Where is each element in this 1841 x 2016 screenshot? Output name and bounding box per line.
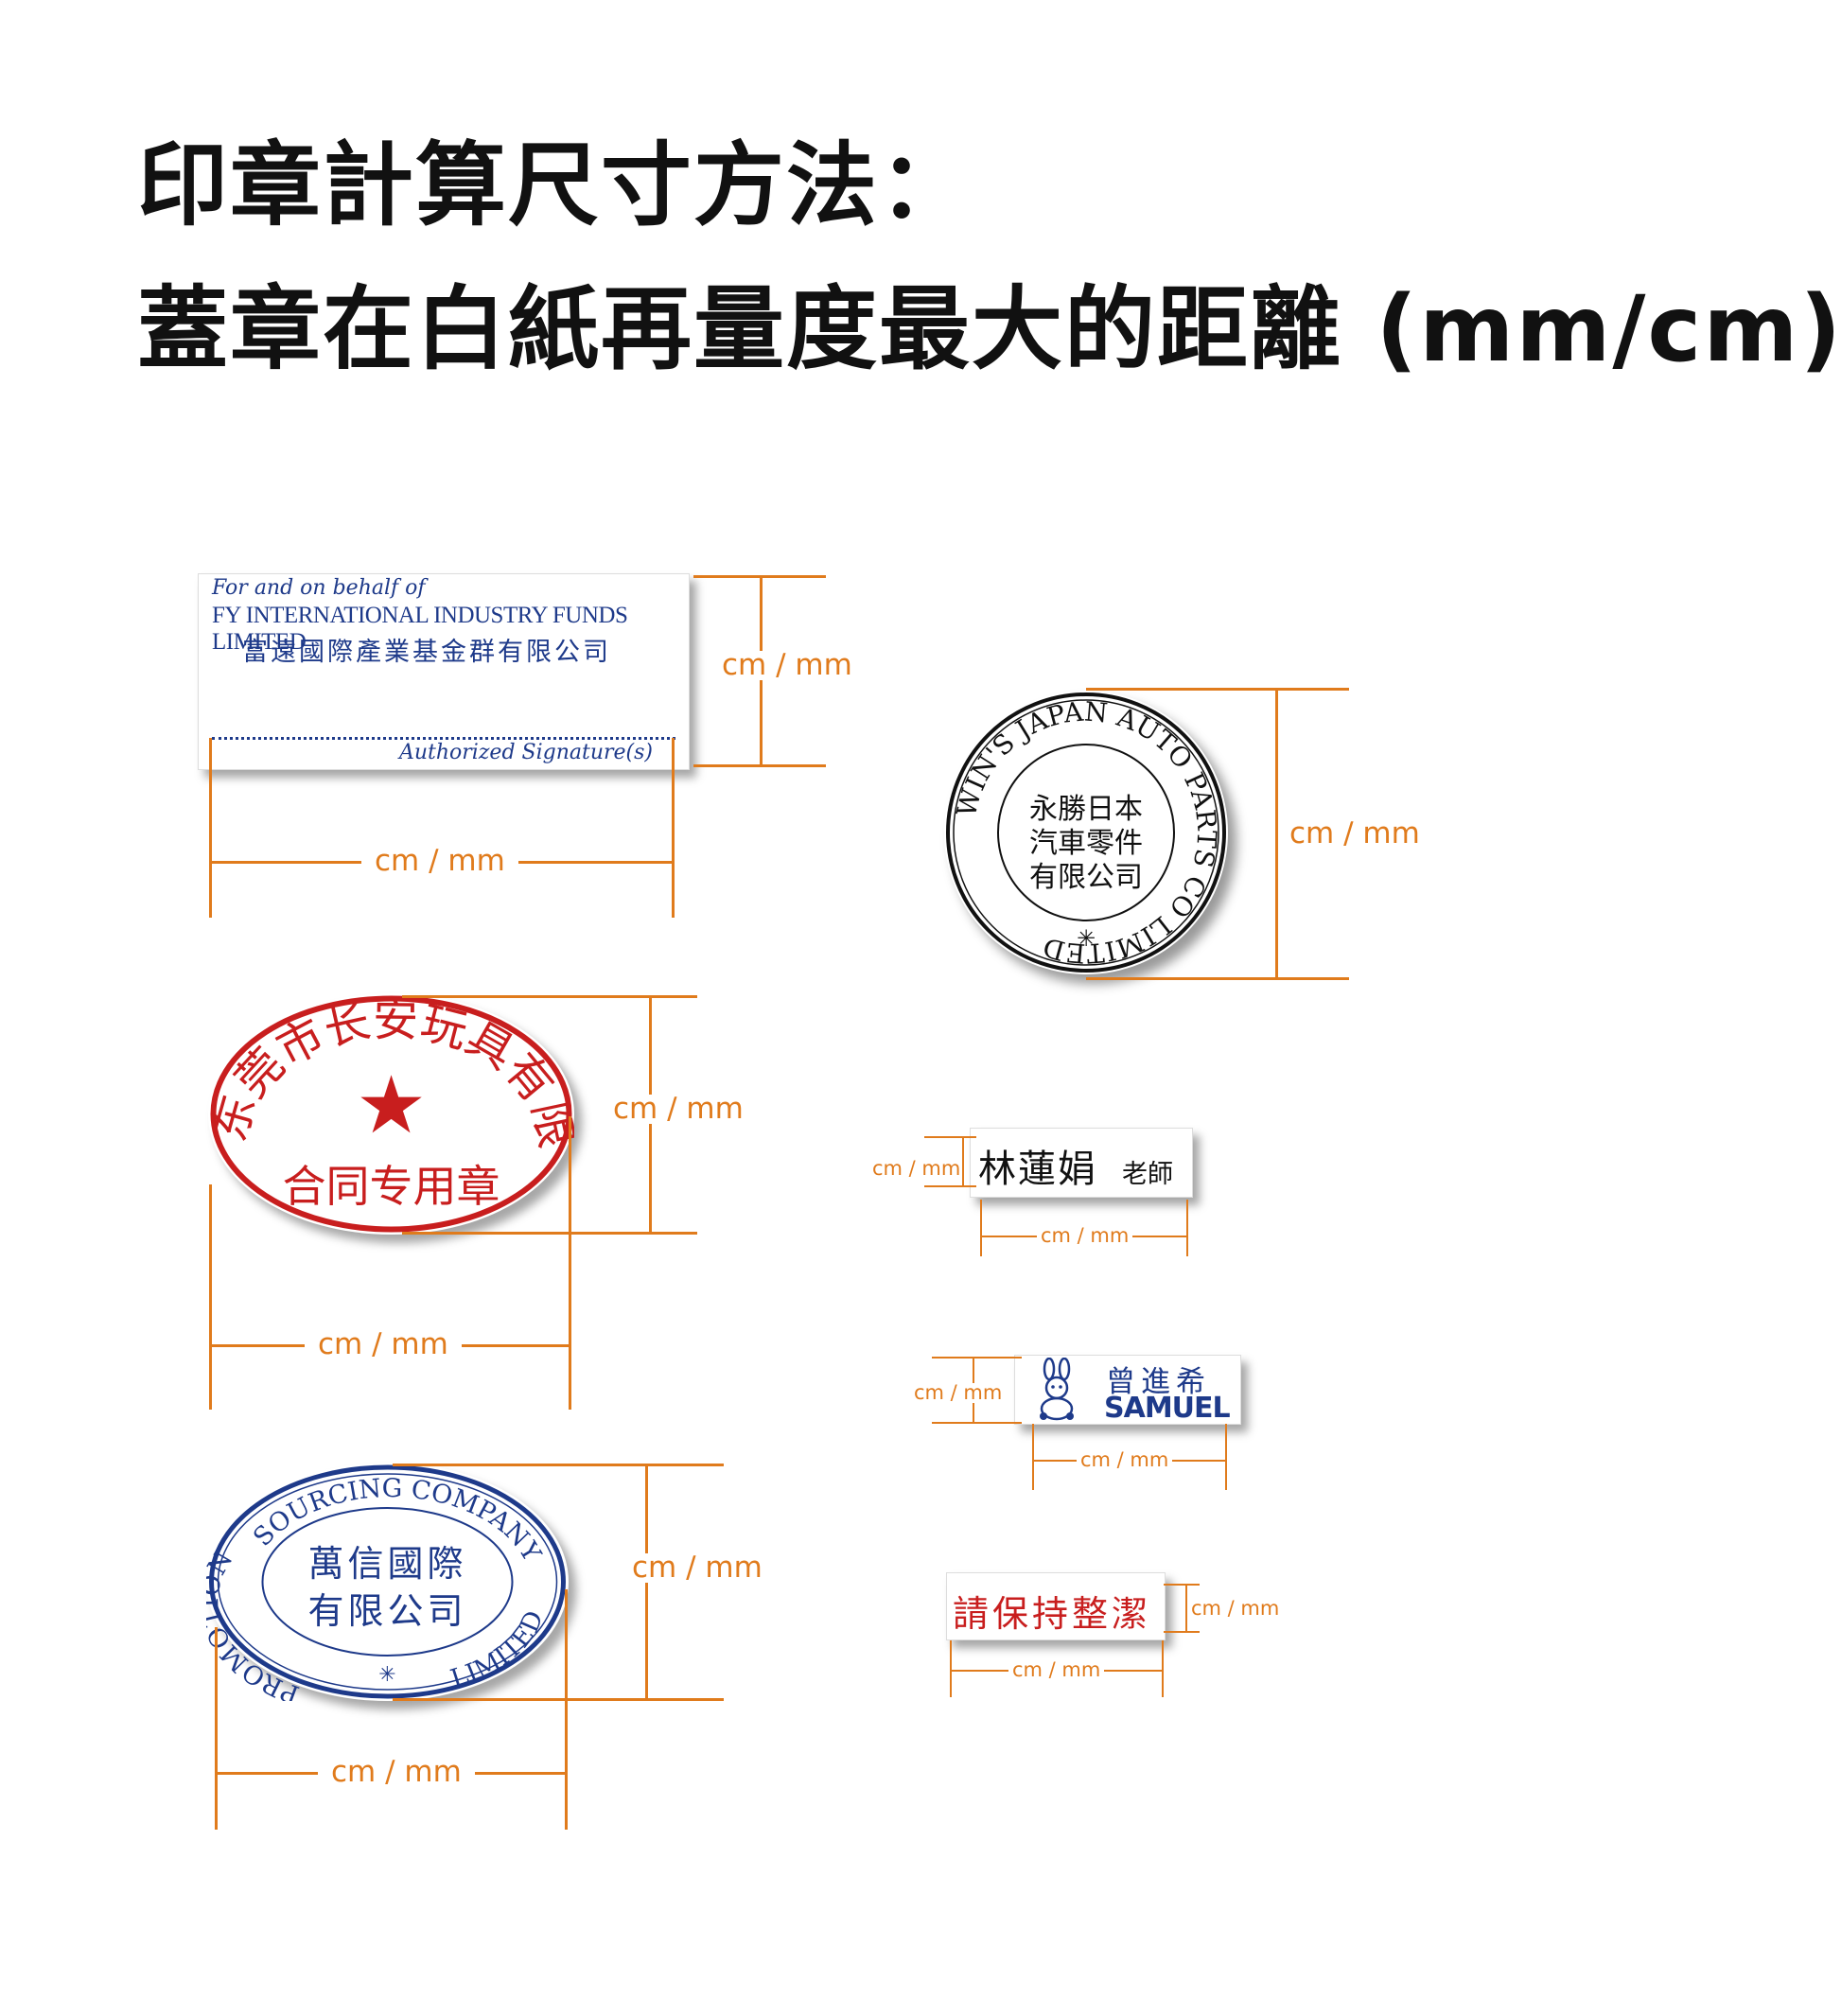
fy-company-en: FY INTERNATIONAL INDUSTRY FUNDS LIMITED [212, 603, 628, 655]
dim-teacher-height-top [924, 1136, 976, 1138]
dim-wins-height-label: cm / mm [1289, 816, 1420, 850]
dim-clean-height-bottom [1164, 1631, 1200, 1633]
dim-clean-height-label: cm / mm [1191, 1597, 1280, 1620]
promotions-center-line1: 萬信國際 [307, 1543, 467, 1585]
stamp-teacher-name: 林蓮娟 老師 [970, 1128, 1193, 1198]
wins-center-line3: 有限公司 [1029, 861, 1143, 894]
dim-dongguan-height-label: cm / mm [613, 1092, 744, 1126]
dim-clean-width-left [950, 1640, 952, 1697]
dongguan-star-icon: ★ [355, 1059, 428, 1151]
dim-fy-width-right [672, 738, 675, 918]
stamp-keep-clean: 請保持整潔 [946, 1572, 1166, 1640]
stamp-promotions-oval: SOURCING COMPANY PROMOTIONS LIMITED 萬信國際… [206, 1463, 569, 1701]
teacher-title: 老師 [1122, 1160, 1173, 1189]
teacher-name: 林蓮娟 [978, 1148, 1097, 1191]
dim-teacher-width-right [1186, 1200, 1188, 1256]
dim-dongguan-width-right [569, 1116, 571, 1410]
dim-samuel-height-bottom [932, 1422, 1022, 1424]
dim-teacher-height-label: cm / mm [872, 1157, 961, 1180]
stamp-dongguan-oval: 东莞市长安玩具有限公司 ★ 合同专用章 [208, 993, 574, 1235]
dim-fy-width-left [209, 738, 212, 918]
dim-promotions-width-left [215, 1627, 218, 1830]
dim-dongguan-height-top [402, 995, 697, 998]
dim-promotions-width-right [565, 1589, 568, 1830]
dim-dongguan-height-bottom [402, 1232, 697, 1235]
samuel-english: SAMUEL [1104, 1392, 1231, 1425]
dim-samuel-width-left [1032, 1424, 1034, 1490]
dim-samuel-width-label: cm / mm [1077, 1450, 1173, 1470]
dim-teacher-width-left [980, 1200, 982, 1256]
dim-teacher-width-label: cm / mm [1037, 1226, 1133, 1246]
dim-promotions-height-top [393, 1464, 724, 1466]
dongguan-bottom-text: 合同专用章 [282, 1161, 500, 1212]
fy-signature-label: Authorized Signature(s) [398, 741, 653, 764]
dim-samuel-height-top [932, 1357, 1022, 1359]
dim-teacher-height-line [962, 1136, 964, 1187]
dim-wins-height-bottom [1086, 977, 1349, 980]
dim-fy-width-label: cm / mm [361, 847, 518, 876]
dim-dongguan-width-left [209, 1184, 212, 1410]
promotions-star-icon: ✳ [378, 1663, 396, 1687]
page-subtitle: 蓋章在白紙再量度最大的距離 (mm/cm) [137, 276, 1841, 382]
dim-wins-height-line [1275, 688, 1278, 980]
fy-signature-line [212, 737, 675, 740]
wins-center-line2: 汽車零件 [1029, 827, 1143, 860]
wins-center-line1: 永勝日本 [1029, 793, 1143, 826]
wins-star-icon: ✳ [1076, 925, 1096, 952]
dim-promotions-width-label: cm / mm [318, 1758, 475, 1787]
fy-behalf-text: For and on behalf of [212, 576, 426, 600]
stamp-samuel: 曾進希 SAMUEL [1014, 1355, 1241, 1425]
dim-promotions-height-label: cm / mm [632, 1551, 763, 1585]
stamp-wins-round: WIN'S JAPAN AUTO PARTS CO LIMITED 永勝日本 汽… [944, 691, 1228, 974]
clean-text: 請保持整潔 [953, 1593, 1152, 1635]
dim-promotions-height-bottom [393, 1698, 724, 1701]
dim-teacher-height-bottom [924, 1185, 976, 1187]
dim-fy-height-label: cm / mm [722, 648, 852, 682]
dim-samuel-height-label: cm / mm [914, 1381, 1003, 1404]
dim-clean-width-right [1162, 1640, 1164, 1697]
page-title: 印章計算尺寸方法： [137, 132, 972, 238]
dim-clean-height-line [1185, 1584, 1187, 1633]
dim-clean-width-label: cm / mm [1008, 1660, 1105, 1680]
promotions-center-line2: 有限公司 [307, 1590, 467, 1632]
samuel-chinese: 曾進希 [1106, 1365, 1211, 1399]
dim-dongguan-width-label: cm / mm [305, 1330, 462, 1359]
dim-clean-height-top [1164, 1584, 1200, 1586]
dim-wins-height-top [1086, 688, 1349, 691]
rabbit-icon [1040, 1358, 1074, 1421]
dim-samuel-width-right [1225, 1424, 1227, 1490]
stamp-fy-rectangle: For and on behalf of FY INTERNATIONAL IN… [198, 573, 690, 770]
fy-company-zh: 富遠國際產業基金群有限公司 [242, 638, 611, 667]
